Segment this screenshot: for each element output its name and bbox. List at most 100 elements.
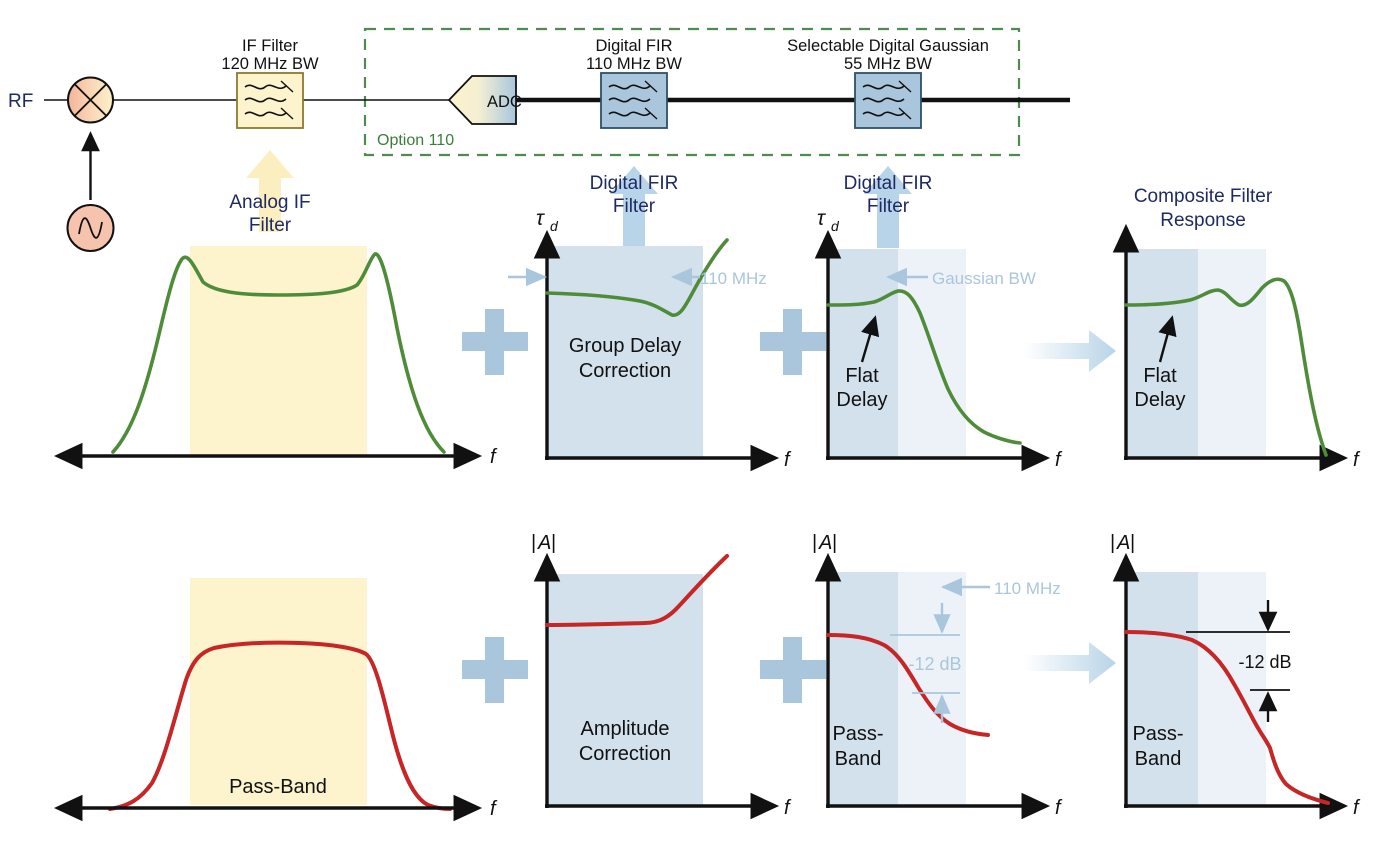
comp-gd-xlabel: f [1353, 449, 1361, 471]
fir1-amp-ylabel-bar-r: | [551, 532, 556, 554]
analog-if-callout-line2: Filter [249, 215, 292, 236]
plus-operator-top-2 [760, 309, 826, 375]
analog-if-gd-trace [111, 252, 446, 454]
analog-if-amp-xlabel: f [490, 798, 498, 820]
chart-analog-if-group-delay: f [53, 246, 498, 470]
plus-operator-top-1 [462, 309, 528, 375]
fir2-gd-band2 [898, 249, 966, 458]
fir1-gd-band-label-l2: Correction [579, 360, 671, 382]
fir2-gd-ylabel-tau: τ [817, 207, 826, 230]
analog-if-gd-xlabel: f [490, 446, 498, 468]
mixer-symbol [67, 76, 114, 124]
fir2-gd-flatdelay-l2: Delay [836, 389, 887, 411]
fir2-amp-band1 [828, 572, 898, 806]
fir1-gd-xlabel: f [784, 449, 792, 471]
chart-composite-amplitude: A | | f -12 dB Pass- Band [1110, 532, 1361, 820]
fir1-gd-ylabel-sub: d [550, 218, 559, 234]
if-filter-title-line2: 120 MHz BW [221, 55, 319, 73]
fir1-amp-ylabel: A [537, 532, 551, 554]
chart-fir1-group-delay-correction: τ d f 110 MHz Group Delay Correction [508, 207, 792, 472]
comp-amp-trace [1124, 630, 1330, 805]
fir1-gd-ylabel-tau: τ [536, 207, 545, 230]
fir2-amp-xlabel: f [1055, 797, 1063, 819]
comp-gd-trace [1124, 277, 1328, 457]
fir2-gd-trace [826, 289, 1022, 445]
comp-amp-ylabel-bar-l: | [1110, 532, 1115, 554]
result-arrow-top [1024, 330, 1116, 372]
comp-gd-flatdelay-pointer [1158, 315, 1177, 363]
fir1-callout-line1: Digital FIR [590, 173, 679, 194]
comp-amp-xlabel: f [1353, 797, 1361, 819]
fir2-gd-band1 [828, 249, 898, 458]
fir1-title-line2: 110 MHz BW [586, 55, 682, 73]
result-arrow-bottom [1024, 642, 1116, 684]
fir2-amp-db-label: -12 dB [908, 654, 961, 674]
fir2-amp-ylabel: A [818, 532, 832, 554]
comp-amp-passband-l2: Band [1135, 748, 1182, 770]
fir1-gd-ann-110mhz: 110 MHz [700, 269, 767, 288]
fir2-gd-xlabel: f [1055, 449, 1063, 471]
option-110-box [363, 27, 1021, 157]
fir1-amp-trace [545, 554, 729, 627]
analog-if-amp-band [190, 578, 367, 805]
fir2-amp-ylabel-bar-l: | [812, 532, 817, 554]
fir2-title-line1: Selectable Digital Gaussian [787, 37, 989, 55]
comp-amp-ylabel-bar-r: | [1130, 532, 1135, 554]
analog-if-callout-arrow [246, 150, 294, 232]
fir2-amp-110mhz-label: 110 MHz [994, 579, 1061, 598]
comp-amp-ylabel: A [1116, 532, 1130, 554]
adc-label: ADC [487, 93, 522, 111]
fir2-title-line2: 55 MHz BW [844, 55, 932, 73]
fir1-amp-band-l2: Correction [579, 743, 671, 765]
fir1-amp-ylabel-bar-l: | [531, 532, 536, 554]
digital-fir-1-block [600, 72, 668, 129]
fir2-callout-line1: Digital FIR [844, 173, 933, 194]
fir2-amp-ylabel-bar-r: | [832, 532, 837, 554]
comp-gd-flatdelay-l1: Flat [1143, 365, 1177, 387]
fir1-gd-trace [545, 238, 729, 317]
plus-operator-bottom-1 [462, 637, 528, 703]
fir2-gd-flatdelay-pointer [860, 315, 880, 363]
fir1-gd-band-label-l1: Group Delay [569, 335, 681, 357]
chart-composite-group-delay: f Flat Delay [1112, 223, 1361, 472]
fir1-amp-band-l1: Amplitude [581, 718, 670, 740]
plus-operator-bottom-2 [760, 637, 826, 703]
fir1-title-line1: Digital FIR [595, 37, 672, 55]
chart-fir1-amplitude-correction: A | | f Amplitude Correction [531, 532, 792, 820]
fir2-callout-line2: Filter [867, 196, 910, 217]
comp-gd-flatdelay-l2: Delay [1134, 389, 1185, 411]
comp-gd-band2 [1198, 249, 1266, 458]
fir1-callout-arrow [610, 166, 658, 248]
comp-amp-passband-l1: Pass- [1132, 723, 1183, 745]
fir1-callout-line2: Filter [613, 196, 656, 217]
local-oscillator-symbol [66, 204, 115, 252]
analog-if-amp-trace [108, 640, 452, 811]
fir1-amp-band [547, 574, 703, 806]
adc-block: ADC [447, 75, 522, 125]
if-filter-title-line1: IF Filter [242, 37, 298, 55]
composite-title-line2: Response [1160, 210, 1246, 231]
chart-fir2-flat-delay: τ d f Gaussian BW Flat Delay [814, 207, 1063, 472]
composite-title-line1: Composite Filter [1134, 186, 1273, 207]
if-filter-block [236, 72, 304, 129]
fir2-amp-trace [826, 633, 990, 737]
option-110-label: Option 110 [377, 132, 454, 149]
fir2-amp-band2 [898, 572, 966, 806]
fir2-amp-passband-l2: Band [835, 748, 882, 770]
analog-if-gd-band [190, 246, 367, 456]
fir2-gd-flatdelay-l1: Flat [845, 365, 879, 387]
fir2-gd-ylabel-sub: d [831, 218, 840, 234]
chart-analog-if-amplitude: f Pass-Band [53, 578, 498, 822]
rf-label: RF [8, 91, 33, 112]
digital-fir-2-block [854, 72, 922, 129]
analog-if-callout-line1: Analog IF [229, 192, 310, 213]
fir2-gd-ann-gaussian: Gaussian BW [932, 269, 1036, 288]
fir2-callout-arrow [864, 166, 912, 248]
comp-amp-db-label: -12 dB [1238, 652, 1291, 672]
comp-amp-band1 [1126, 572, 1198, 806]
analog-if-amp-passband-label: Pass-Band [229, 776, 327, 798]
fir1-amp-xlabel: f [784, 797, 792, 819]
fir2-amp-passband-l1: Pass- [832, 723, 883, 745]
